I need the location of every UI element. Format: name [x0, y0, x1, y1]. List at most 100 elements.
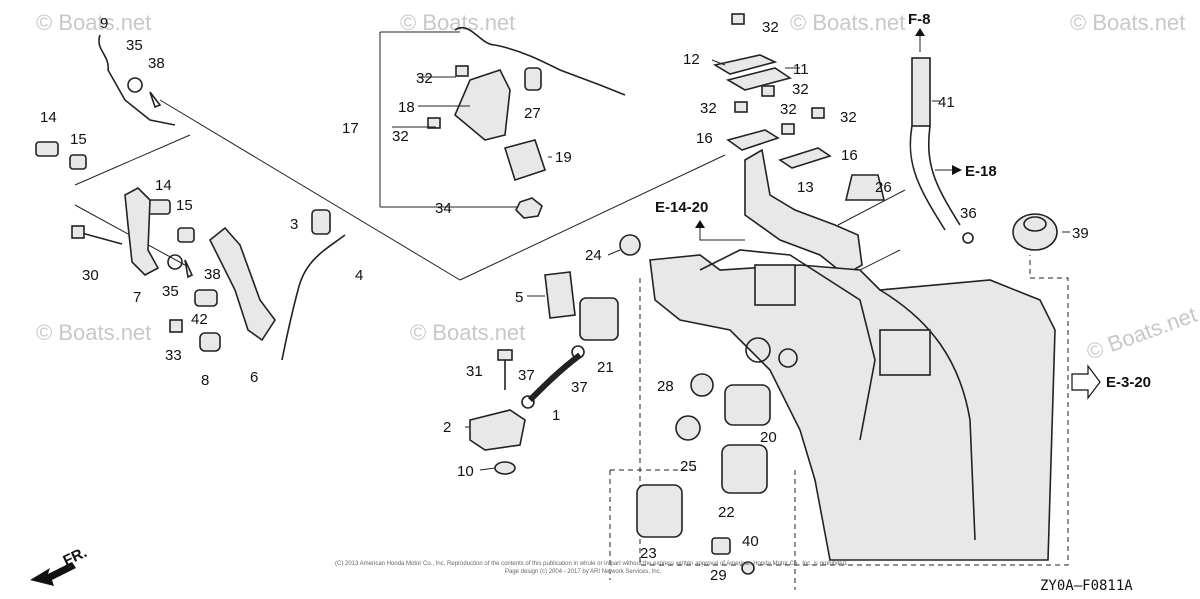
plate-part-16	[778, 147, 832, 169]
watermark-text: © Boats.net	[36, 320, 151, 345]
seal-part-39-inner	[1023, 216, 1047, 232]
plug-part-28	[690, 373, 714, 397]
callout-14: 14	[155, 177, 172, 194]
pad-part-20	[724, 384, 771, 426]
shaft-part-13	[744, 148, 863, 276]
callout-28: 28	[657, 378, 674, 395]
collar-part-8	[199, 332, 221, 352]
front-direction: FR.	[30, 544, 90, 586]
callout-38: 38	[148, 55, 165, 72]
bolt-part-32	[811, 107, 825, 119]
joint-part-14	[35, 141, 59, 157]
callout-31: 31	[466, 363, 483, 380]
callout-30: 30	[82, 267, 99, 284]
lower-case-housing	[649, 254, 1056, 561]
callout-2: 2	[443, 419, 451, 436]
callout-42: 42	[191, 311, 208, 328]
housing-hole	[745, 337, 771, 363]
arrow-down-left-icon	[30, 562, 76, 586]
plate-part-12	[712, 54, 778, 75]
callout-6: 6	[250, 369, 258, 386]
callout-19: 19	[555, 149, 572, 166]
nut-part-34	[515, 197, 543, 219]
tube-part-41	[909, 125, 946, 231]
watermark-text: © Boats.net	[400, 10, 515, 35]
ref-e18: E-18	[965, 163, 997, 180]
callout-15: 15	[176, 197, 193, 214]
callout-4: 4	[355, 267, 363, 284]
callout-33: 33	[165, 347, 182, 364]
clamp-part-37	[521, 395, 535, 409]
callout-12: 12	[683, 51, 700, 68]
callout-7: 7	[133, 289, 141, 306]
callout-32: 32	[762, 19, 779, 36]
callout-14: 14	[40, 109, 57, 126]
leader-line	[837, 189, 906, 226]
housing-block	[879, 329, 931, 376]
pad-part-22	[721, 444, 768, 494]
grommet-part-19	[503, 139, 547, 182]
switch-part-2	[469, 409, 526, 451]
callout-24: 24	[585, 247, 602, 264]
case-dashed-outline	[639, 255, 1069, 566]
page-design-text: Page design (c) 2004 - 2017 by ARI Netwo…	[505, 569, 662, 575]
arrow-up-icon	[915, 28, 925, 36]
callout-26: 26	[875, 179, 892, 196]
plate-part-11	[725, 67, 792, 91]
cable-part-17	[454, 26, 626, 96]
bolt-part-32	[734, 101, 748, 113]
callout-13: 13	[797, 179, 814, 196]
lever-part-7	[124, 187, 160, 276]
washer-part-10	[494, 461, 516, 475]
leader-line	[459, 154, 726, 281]
leader-line	[159, 99, 461, 281]
callout-29: 29	[710, 567, 727, 584]
callout-35: 35	[126, 37, 143, 54]
callout-leaders	[392, 59, 1070, 471]
callout-leader	[711, 59, 726, 66]
callout-32: 32	[780, 101, 797, 118]
boot-part-26	[844, 174, 886, 201]
callout-21: 21	[597, 359, 614, 376]
callout-10: 10	[457, 463, 474, 480]
arrow-up-icon	[695, 220, 705, 228]
ref-f8: F-8	[908, 11, 931, 28]
callout-34: 34	[435, 200, 452, 217]
bolt-part-32	[427, 117, 441, 129]
callout-23: 23	[640, 545, 657, 562]
callout-16: 16	[841, 147, 858, 164]
bolt-head	[497, 349, 513, 361]
watermark-text: © Boats.net	[410, 320, 525, 345]
clip-part-15	[69, 154, 87, 170]
callout-37: 37	[571, 379, 588, 396]
arrow-right-icon	[952, 165, 962, 175]
ref-arrow-line	[699, 222, 745, 241]
tube-part-41	[927, 125, 961, 226]
direction-label: FR.	[61, 544, 90, 570]
clip-part-5	[544, 271, 576, 319]
callout-39: 39	[1072, 225, 1089, 242]
seal-part-39	[1012, 213, 1058, 251]
watermark-text: © Boats.net	[790, 10, 905, 35]
bolt-part-33	[169, 319, 183, 333]
rod-part-4	[281, 234, 346, 361]
callout-8: 8	[201, 372, 209, 389]
clamp-part-37	[571, 345, 585, 359]
tube-part-41	[911, 57, 931, 127]
housing-block	[754, 264, 796, 306]
clamp-part-27	[524, 67, 542, 91]
washer-part-35	[127, 77, 143, 93]
callout-32: 32	[840, 109, 857, 126]
joint-part-14	[147, 199, 171, 215]
pad-part-23	[636, 484, 683, 538]
callout-20: 20	[760, 429, 777, 446]
callout-32: 32	[700, 100, 717, 117]
callout-18: 18	[398, 99, 415, 116]
washer-part-35	[167, 254, 183, 270]
housing-hole	[778, 348, 798, 368]
leader-line	[74, 134, 191, 186]
figure-code: ZY0A—F0811A	[1040, 578, 1133, 594]
callout-37: 37	[518, 367, 535, 384]
callout-40: 40	[742, 533, 759, 550]
callout-32: 32	[392, 128, 409, 145]
